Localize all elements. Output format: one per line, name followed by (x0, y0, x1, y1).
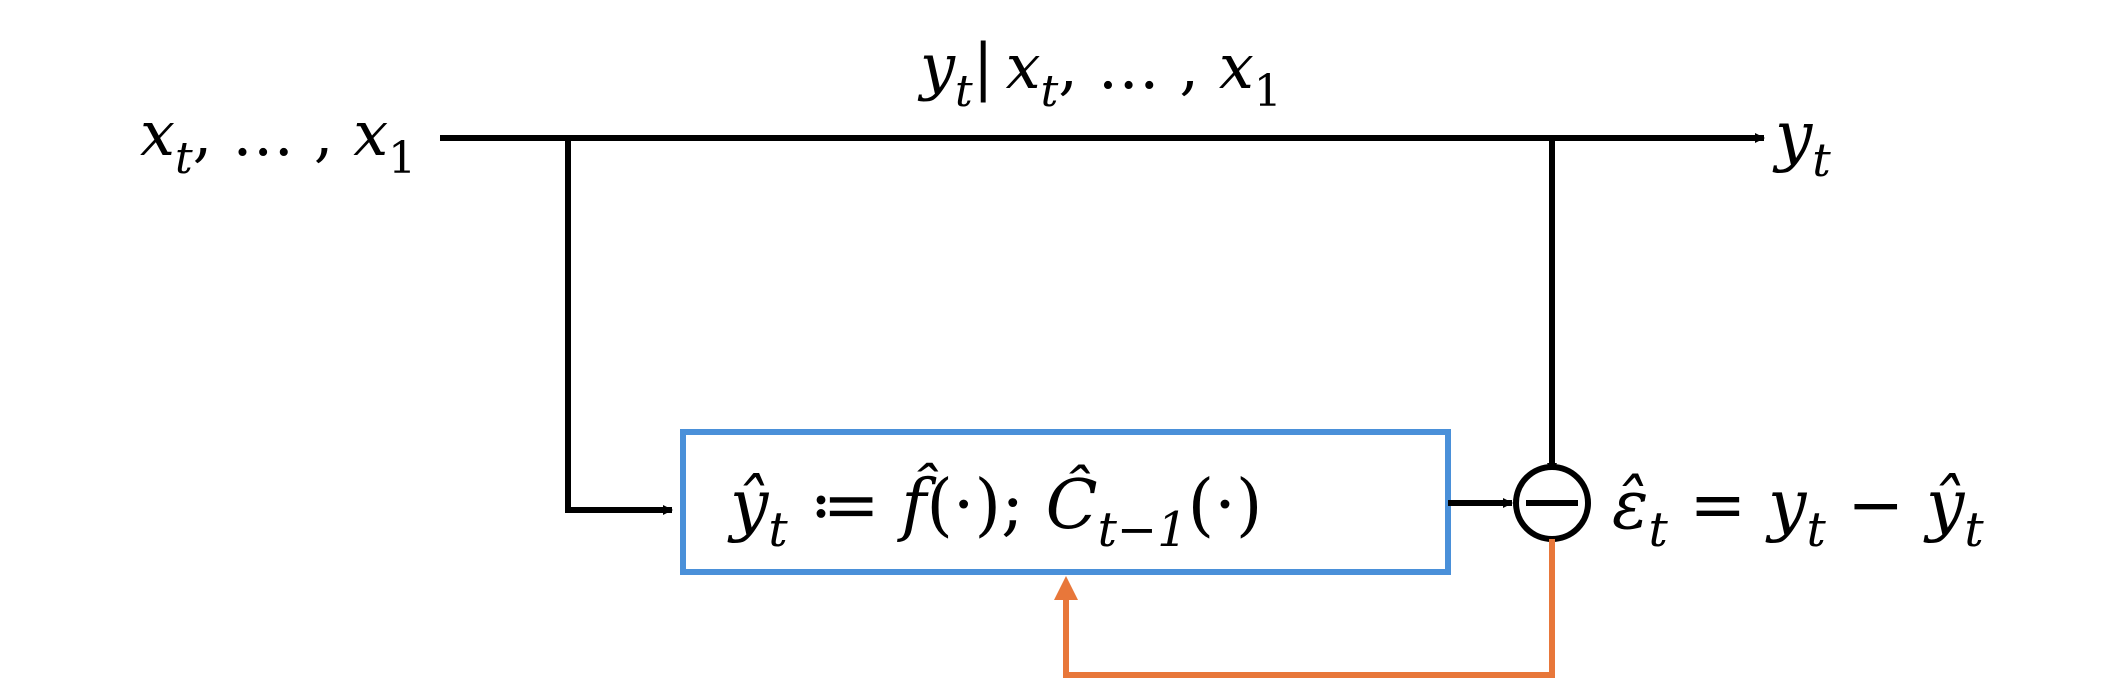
output-label: yt (1772, 97, 1831, 187)
model-box-label: ŷt ≔ f̂(·); Ĉt−1(·) (727, 462, 1262, 558)
conditional-label: yt|xt, … , x1 (917, 30, 1282, 117)
input-to-model-line (565, 138, 673, 515)
feedback-arrowhead (1054, 576, 1078, 600)
input-label: xt, … , x1 (140, 97, 416, 184)
feedback-loop-line (1063, 539, 1555, 678)
residual-equation: ε̂t = yt − ŷt (1612, 466, 1984, 558)
